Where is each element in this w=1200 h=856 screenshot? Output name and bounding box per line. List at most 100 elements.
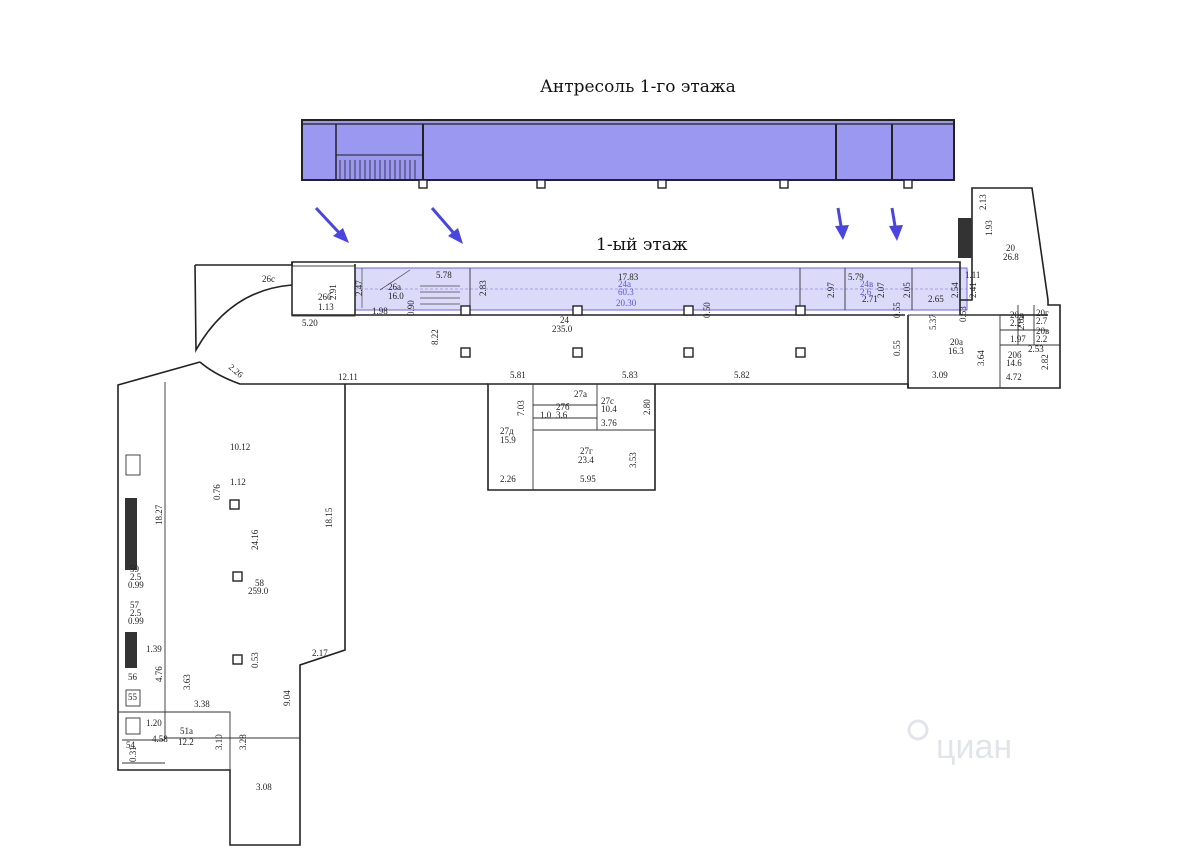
shaft [125, 498, 137, 570]
svg-text:2.26: 2.26 [500, 474, 516, 484]
svg-text:59: 59 [130, 564, 140, 574]
svg-text:0.31: 0.31 [128, 746, 138, 762]
svg-text:0.55: 0.55 [892, 302, 902, 318]
svg-text:54: 54 [126, 740, 136, 750]
svg-text:2.71: 2.71 [862, 294, 878, 304]
svg-text:5.79: 5.79 [848, 272, 864, 282]
svg-text:8.22: 8.22 [430, 329, 440, 345]
svg-text:5.95: 5.95 [580, 474, 596, 484]
svg-text:20а: 20а [950, 337, 963, 347]
svg-text:27б: 27б [556, 402, 570, 412]
svg-text:51а: 51а [180, 726, 193, 736]
svg-text:55: 55 [128, 692, 138, 702]
svg-text:3.08: 3.08 [256, 782, 272, 792]
svg-text:20: 20 [1006, 243, 1016, 253]
svg-text:259.0: 259.0 [248, 586, 269, 596]
svg-text:27а: 27а [574, 389, 587, 399]
svg-text:3.10: 3.10 [214, 734, 224, 750]
svg-text:3.53: 3.53 [628, 452, 638, 468]
svg-text:27г: 27г [580, 446, 593, 456]
svg-text:1.20: 1.20 [146, 718, 162, 728]
svg-text:12.11: 12.11 [338, 372, 358, 382]
svg-text:3.38: 3.38 [194, 699, 210, 709]
svg-text:0.55: 0.55 [892, 340, 902, 356]
svg-text:1.12: 1.12 [230, 477, 246, 487]
mezzanine-plan [301, 119, 955, 189]
svg-text:2.2: 2.2 [1010, 318, 1021, 328]
svg-text:1.39: 1.39 [146, 644, 162, 654]
svg-text:2.5: 2.5 [130, 572, 142, 582]
shaft [125, 632, 137, 668]
svg-text:3.6: 3.6 [556, 410, 568, 420]
svg-text:9.04: 9.04 [282, 690, 292, 706]
shaft [958, 218, 972, 258]
svg-text:26б: 26б [318, 292, 332, 302]
svg-text:20.30: 20.30 [616, 298, 637, 308]
svg-text:5.37: 5.37 [928, 314, 938, 330]
svg-text:4.58: 4.58 [152, 734, 168, 744]
svg-text:2.5: 2.5 [130, 608, 142, 618]
svg-text:2.41: 2.41 [968, 282, 978, 298]
arrow-icon [889, 207, 903, 241]
svg-text:2.53: 2.53 [1028, 344, 1044, 354]
svg-text:3.76: 3.76 [601, 418, 617, 428]
svg-text:20г: 20г [1036, 308, 1049, 318]
watermark-text: циан [936, 728, 1012, 766]
svg-text:24.16: 24.16 [250, 529, 260, 550]
svg-text:2.82: 2.82 [1040, 354, 1050, 370]
svg-text:20д: 20д [1010, 310, 1024, 320]
svg-text:0.53: 0.53 [250, 652, 260, 668]
dimension-labels: 26с 5.78 2.47 26а 16.0 2.91 26б 1.13 5.2… [126, 194, 1050, 792]
svg-text:23.4: 23.4 [578, 455, 594, 465]
svg-text:2.80: 2.80 [642, 399, 652, 415]
corridor-labels: 24а 60.3 20.30 24в 2.6 [616, 279, 873, 308]
svg-text:1.93: 1.93 [984, 220, 994, 236]
svg-text:15.9: 15.9 [500, 435, 516, 445]
svg-text:17.83: 17.83 [618, 272, 639, 282]
svg-text:1.11: 1.11 [965, 270, 980, 280]
svg-text:1.0: 1.0 [540, 410, 552, 420]
svg-text:27д: 27д [500, 426, 514, 436]
svg-text:16.3: 16.3 [948, 346, 964, 356]
svg-text:57: 57 [130, 600, 140, 610]
svg-text:3.09: 3.09 [932, 370, 948, 380]
svg-text:58: 58 [255, 578, 265, 588]
svg-text:1.98: 1.98 [372, 306, 388, 316]
svg-text:2.65: 2.65 [928, 294, 944, 304]
svg-text:2.2: 2.2 [1036, 334, 1047, 344]
svg-text:0.53: 0.53 [958, 306, 968, 322]
svg-text:4.72: 4.72 [1006, 372, 1022, 382]
svg-text:56: 56 [128, 672, 138, 682]
svg-text:24: 24 [560, 315, 570, 325]
svg-text:2.7: 2.7 [1036, 316, 1048, 326]
svg-text:7.03: 7.03 [516, 400, 526, 416]
svg-text:1.97: 1.97 [1010, 334, 1026, 344]
svg-text:1.13: 1.13 [318, 302, 334, 312]
svg-text:2.97: 2.97 [826, 282, 836, 298]
svg-text:2.02: 2.02 [1016, 314, 1026, 330]
svg-text:24а: 24а [618, 279, 631, 289]
svg-text:0.99: 0.99 [128, 580, 144, 590]
svg-text:2.54: 2.54 [950, 282, 960, 298]
arrow-icon [430, 207, 463, 244]
svg-text:2.05: 2.05 [902, 282, 912, 298]
svg-text:2.07: 2.07 [876, 282, 886, 298]
svg-text:20в: 20в [1036, 326, 1049, 336]
svg-text:20б: 20б [1008, 350, 1022, 360]
svg-text:3.63: 3.63 [182, 674, 192, 690]
svg-text:2.6: 2.6 [860, 287, 872, 297]
mezzanine-area [301, 119, 955, 181]
svg-text:12.2: 12.2 [178, 737, 194, 747]
svg-text:0.50: 0.50 [702, 302, 712, 318]
arrow-icon [314, 206, 349, 243]
svg-text:0.90: 0.90 [406, 300, 416, 316]
svg-text:26а: 26а [388, 282, 401, 292]
svg-text:2.47: 2.47 [354, 280, 364, 296]
svg-text:18.27: 18.27 [154, 504, 164, 525]
svg-text:5.82: 5.82 [734, 370, 750, 380]
svg-text:3.64: 3.64 [976, 350, 986, 366]
arrow-icon [835, 207, 849, 240]
svg-text:60.3: 60.3 [618, 287, 634, 297]
svg-text:3.28: 3.28 [238, 734, 248, 750]
